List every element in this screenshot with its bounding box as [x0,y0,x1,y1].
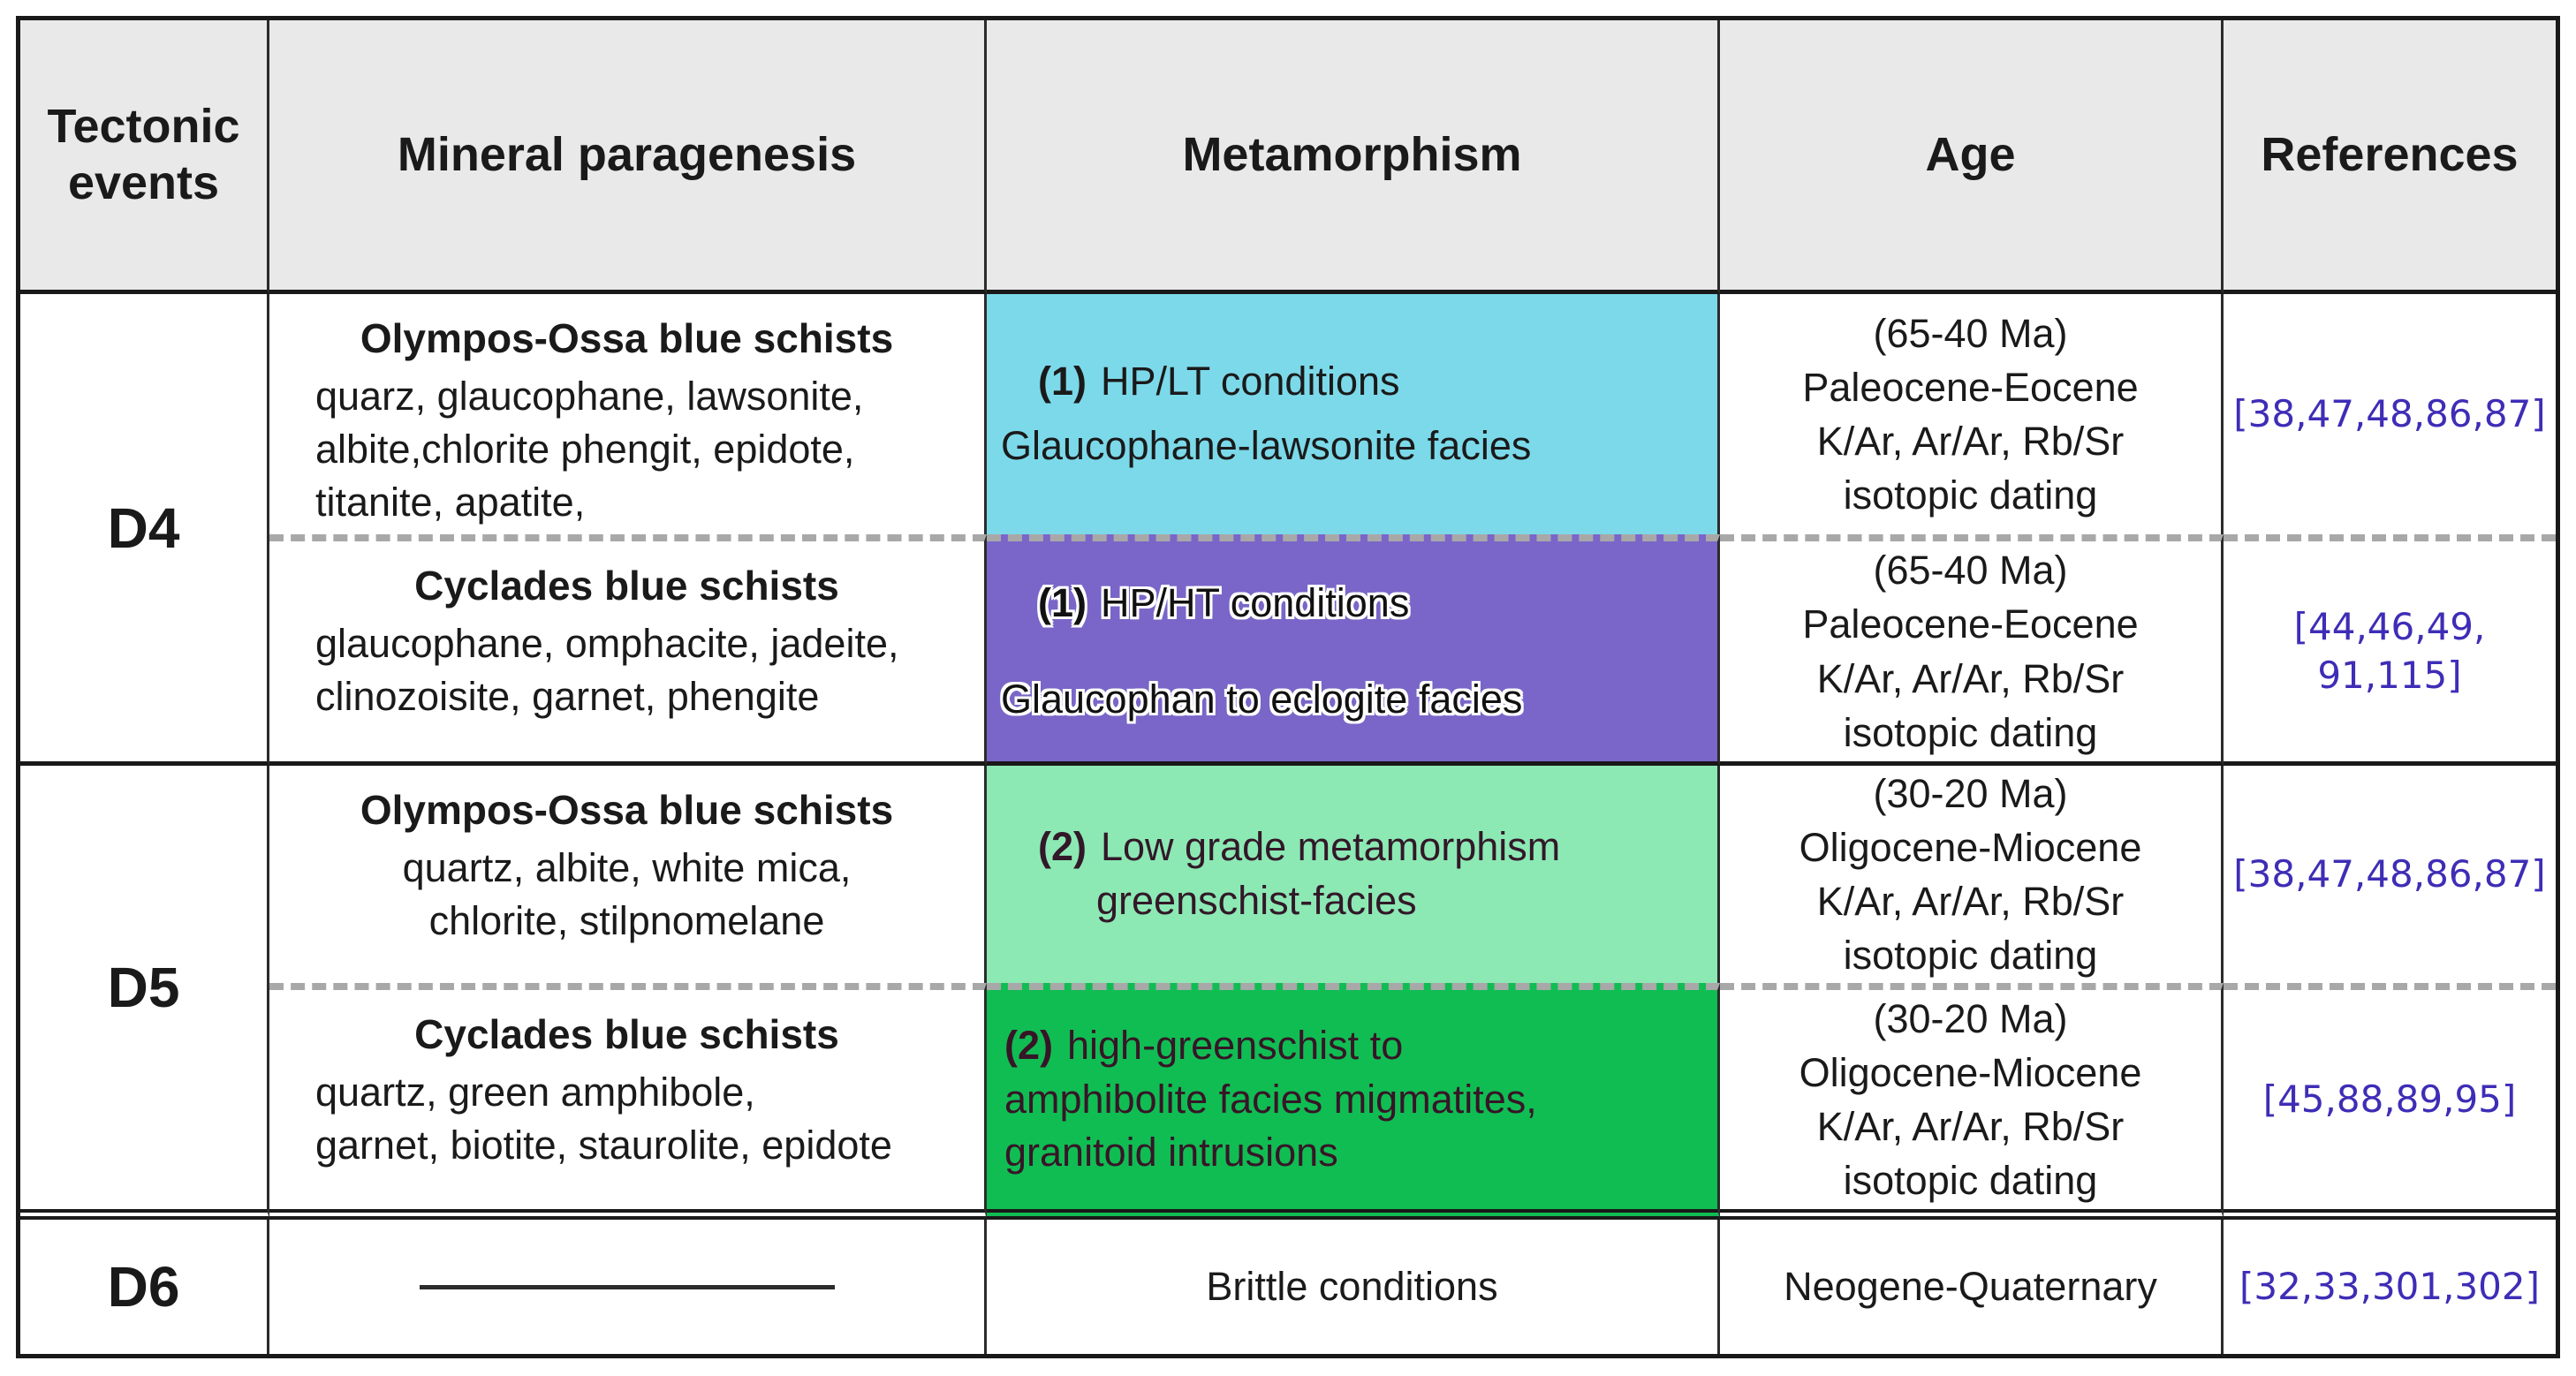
phase-number: (2) [1038,824,1087,870]
mineral-list-line: quartz, green amphibole, [315,1069,755,1115]
phase-number: (1) [1038,359,1087,404]
metamorphism-conditions: Low grade metamorphism [1101,824,1561,870]
citation: [38,47,48,86,87] [2233,851,2546,896]
tectonic-events-table: Tectonic events Mineral paragenesis Meta… [16,16,2560,1358]
metamorphism-facies: granitoid intrusions [1004,1130,1338,1176]
references-d5-cyclades: [45,88,89,95] [2224,983,2556,1220]
paragenesis-d6-empty [269,1220,987,1354]
paragenesis-d4-olympos-ossa: Olympos-Ossa blue schists quarz, glaucop… [269,294,987,534]
age-d4-cyclades: (65-40 Ma) Paleocene-Eocene K/Ar, Ar/Ar,… [1720,534,2224,766]
phase-number: (1) [1038,579,1087,625]
header-age: Age [1720,20,2224,294]
metamorphism-hplt-cell: (1) HP/LT conditions Glaucophane-lawsonit… [987,294,1720,534]
metamorphism-d6: Brittle conditions [987,1220,1720,1354]
rock-unit-title: Olympos-Ossa blue schists [360,315,894,361]
age-d6: Neogene-Quaternary [1720,1220,2224,1354]
event-label-d6: D6 [20,1220,269,1354]
paragenesis-d4-cyclades: Cyclades blue schists glaucophane, ompha… [269,534,987,766]
header-mineral-paragenesis: Mineral paragenesis [269,20,987,294]
header-label: Mineral paragenesis [397,127,857,181]
citation: [38,47,48,86,87] [2233,391,2546,435]
mineral-list-line: garnet, biotite, staurolite, epidote [315,1122,892,1168]
phase-number: (2) [1004,1022,1053,1068]
rock-unit-title: Cyclades blue schists [414,563,839,609]
header-label: References [2261,127,2519,181]
mineral-list-line: clinozoisite, garnet, phengite [315,673,820,719]
references-d5-olympos-ossa: [38,47,48,86,87] [2224,766,2556,983]
mineral-list-line: chlorite, stilpnomelane [428,897,825,943]
header-references: References [2224,20,2556,294]
mineral-list-line: quartz, albite, white mica, [402,844,852,890]
header-label: Age [1925,127,2016,181]
metamorphism-low-grade-cell: (2) Low grade metamorphism greenschist-fa… [987,766,1720,983]
metamorphism-facies: amphibolite facies migmatites, [1004,1076,1537,1122]
metamorphism-facies: Glaucophane-lawsonite facies [1001,423,1532,468]
rock-unit-title: Olympos-Ossa blue schists [360,787,894,833]
age-d5-cyclades: (30-20 Ma) Oligocene-Miocene K/Ar, Ar/Ar… [1720,983,2224,1220]
age-d4-olympos-ossa: (65-40 Ma) Paleocene-Eocene K/Ar, Ar/Ar,… [1720,294,2224,534]
mineral-list-line: quarz, glaucophane, lawsonite, [315,373,864,419]
mineral-list-line: glaucophane, omphacite, jadeite, [315,620,899,666]
references-d4-olympos-ossa: [38,47,48,86,87] [2224,294,2556,534]
references-d6: [32,33,301,302] [2224,1220,2556,1354]
metamorphism-high-grade-cell: (2) high-greenschist to amphibolite facie… [987,983,1720,1220]
blank-entry-line [419,1284,835,1289]
metamorphism-hpht-cell: (1) HP/HT conditions Glaucophan to eclogi… [987,534,1720,766]
age-d5-olympos-ossa: (30-20 Ma) Oligocene-Miocene K/Ar, Ar/Ar… [1720,766,2224,983]
metamorphism-facies: greenschist-facies [1096,878,1417,923]
citation: [45,88,89,95] [2262,1077,2517,1121]
mineral-list-line: albite,chlorite phengit, epidote, [315,426,855,472]
citation: 91,115] [2317,653,2462,697]
rock-unit-title: Cyclades blue schists [414,1011,839,1057]
paragenesis-d5-olympos-ossa: Olympos-Ossa blue schists quartz, albite… [269,766,987,983]
header-label: Tectonic events [47,99,240,209]
citation: [44,46,49, [2293,604,2486,648]
metamorphism-conditions: high-greenschist to [1067,1022,1404,1068]
metamorphism-conditions: HP/HT conditions [1101,579,1410,625]
header-metamorphism: Metamorphism [987,20,1720,294]
metamorphism-conditions: HP/LT conditions [1101,359,1400,404]
event-label-d4: D4 [20,294,269,766]
mineral-list-line: titanite, apatite, [315,480,586,525]
header-tectonic-events: Tectonic events [20,20,269,294]
paragenesis-d5-cyclades: Cyclades blue schists quartz, green amph… [269,983,987,1220]
citation: [32,33,301,302] [2239,1264,2541,1308]
header-label: Metamorphism [1182,127,1522,181]
references-d4-cyclades: [44,46,49, 91,115] [2224,534,2556,766]
event-label-d5: D5 [20,766,269,1220]
metamorphism-facies: Glaucophan to eclogite facies [1001,676,1523,722]
